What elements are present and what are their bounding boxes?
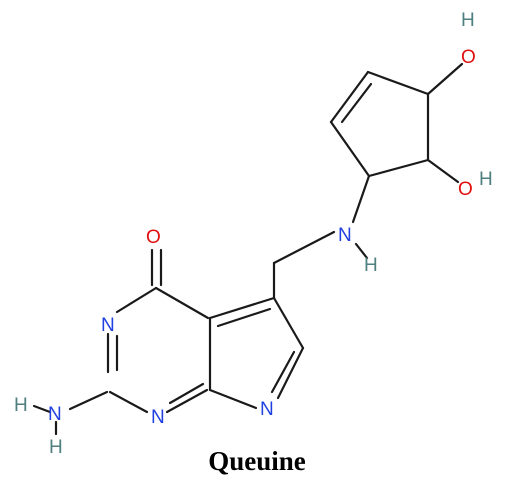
atom-h-amine: H	[364, 255, 378, 276]
atom-n-amino: N	[48, 404, 62, 425]
bond-c2-n1	[108, 390, 149, 414]
atom-n-amine: N	[338, 225, 352, 246]
bond-n7-c7a	[208, 388, 258, 410]
atom-o-carbonyl: O	[146, 227, 161, 248]
atom-n-pyrrole: N	[260, 399, 274, 420]
atom-o-hydroxyl-1: O	[461, 47, 476, 68]
bond-c2-nh2	[68, 390, 109, 411]
bond-c6-n7-double	[270, 350, 296, 394]
bond-c4a-c5	[208, 296, 276, 320]
atom-labels: O N N N N H N H H O H O H	[14, 10, 493, 458]
atom-o-hydroxyl-2: O	[458, 179, 473, 200]
bond-nh2-h1	[32, 404, 52, 414]
atom-h-amino-1: H	[14, 395, 28, 416]
atom-n-ring-3: N	[101, 315, 115, 336]
bond-nh-h	[354, 242, 369, 260]
bond-c4-n3	[115, 286, 158, 314]
bond-c3-c4	[366, 70, 430, 96]
bond-c6-n7	[276, 346, 305, 400]
atom-h-hydroxyl-2: H	[479, 169, 493, 190]
atom-h-amino-2: H	[49, 437, 63, 458]
bond-c2-c3-double	[340, 82, 373, 124]
bond-n1-c7a	[165, 388, 209, 414]
bond-c2-c3	[329, 70, 370, 124]
atom-h-hydroxyl-1: H	[461, 10, 475, 31]
bonds	[32, 62, 464, 436]
bond-c4a-c5-double	[216, 307, 272, 328]
bond-nh-c1	[351, 174, 371, 224]
molecule-name: Queuine	[208, 446, 306, 476]
bond-n1-c7a-double	[168, 382, 205, 405]
bond-c5-c6	[272, 296, 305, 350]
bond-c4a-c4	[154, 286, 210, 320]
bond-ch2-nh	[272, 230, 336, 265]
atom-n-ring-1: N	[151, 407, 165, 428]
bond-c1-c2	[329, 120, 371, 178]
bond-c4-oh	[426, 62, 464, 96]
bond-c5-oh	[426, 158, 460, 184]
bond-c5-c1	[367, 158, 430, 178]
